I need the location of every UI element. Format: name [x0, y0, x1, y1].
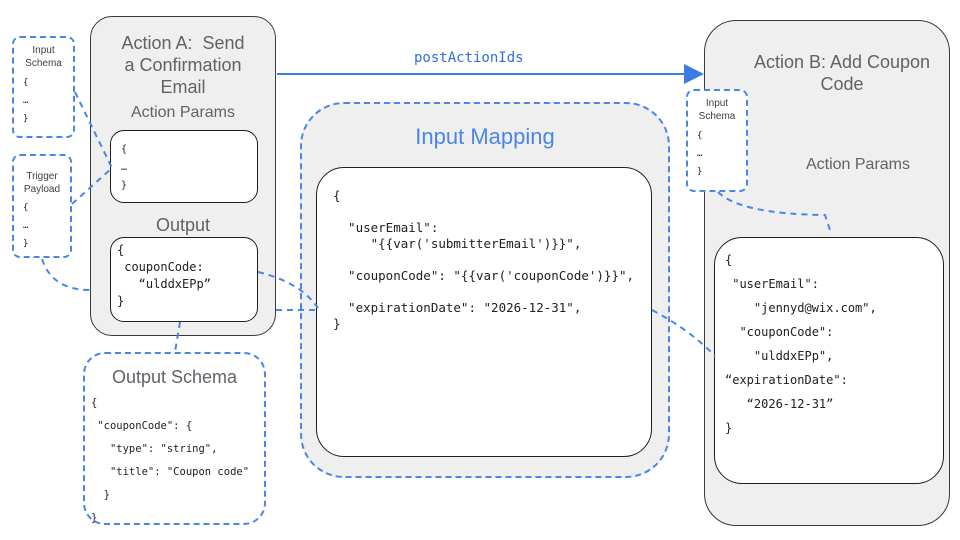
action-b-params-body: { "userEmail": "jennyd@wix.com", "coupon… [725, 253, 877, 435]
trigger-payload-box: Trigger Payload { … } [12, 154, 72, 258]
input-schema-box: Input Schema { … } [12, 36, 75, 138]
input-schema-title: Input Schema [25, 45, 62, 69]
action-b-title: Action B: Add Coupon Code [753, 52, 931, 94]
action-b-params-box: { "userEmail": "jennyd@wix.com", "coupon… [714, 237, 944, 484]
action-b-params-label: Action Params [805, 156, 911, 173]
action-a-output-box: { couponCode: “ulddxEPp” } [110, 237, 258, 322]
input-mapping-code-box: { "userEmail": "{{var('submitterEmail')}… [316, 167, 652, 457]
post-action-ids-label: postActionIds [414, 50, 524, 66]
input-mapping-body: { "userEmail": "{{var('submitterEmail')}… [333, 188, 635, 331]
action-a-title: Action A: Send a Confirmation Email [121, 33, 245, 97]
action-a-params-body: { … } [121, 144, 128, 191]
action-a-params-box: { … } [110, 130, 258, 203]
trigger-payload-body: { … } [23, 203, 29, 249]
action-a-output-label: Output [155, 215, 211, 235]
action-b-input-schema-body: { … } [697, 131, 703, 177]
action-a-output-body: { couponCode: “ulddxEPp” } [117, 243, 211, 308]
input-mapping-title: Input Mapping [415, 124, 555, 149]
action-b-input-schema-box: Input Schema { … } [686, 89, 748, 192]
output-schema-body: { "couponCode": { "type": "string", "tit… [91, 397, 250, 524]
action-b-input-schema-title: Input Schema [698, 98, 736, 122]
trigger-payload-title: Trigger Payload [23, 171, 61, 195]
input-schema-body: { … } [23, 78, 29, 124]
output-schema-box: Output Schema { "couponCode": { "type": … [83, 352, 266, 525]
trigger-payload-to-panel-line [41, 258, 91, 291]
output-schema-title: Output Schema [111, 367, 238, 387]
action-a-params-label: Action Params [130, 104, 236, 121]
